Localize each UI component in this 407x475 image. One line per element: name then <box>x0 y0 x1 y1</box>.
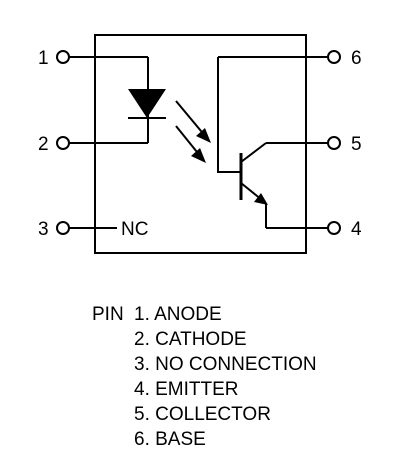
pin-6-terminal <box>327 50 341 64</box>
pin-2-number: 2 <box>38 134 49 155</box>
legend-row-2: 2. CATHODE <box>92 327 392 352</box>
pin-5-number: 5 <box>351 134 362 155</box>
pin-2: 2 <box>38 134 148 155</box>
light-arrows <box>175 100 211 163</box>
arrow-head-2 <box>191 148 206 163</box>
legend-row-5: 5. COLLECTOR <box>92 402 392 427</box>
pin-1: 1 <box>38 48 148 69</box>
nc-label: NC <box>121 219 148 240</box>
pin-5: 5 <box>266 134 362 155</box>
pin-2-terminal <box>56 136 70 150</box>
legend-item-no-connection: 3. NO CONNECTION <box>134 354 317 375</box>
legend-row-4: 4. EMITTER <box>92 377 392 402</box>
legend-item-collector: 5. COLLECTOR <box>134 404 271 425</box>
led-triangle <box>128 89 166 118</box>
led-diode <box>128 57 166 143</box>
legend-item-cathode: 2. CATHODE <box>134 329 247 350</box>
legend-prefix: PIN <box>92 304 124 325</box>
pin-6: 6 <box>218 48 362 69</box>
base-lead <box>217 57 241 173</box>
pin-1-terminal <box>56 50 70 64</box>
legend-item-base: 6. BASE <box>134 429 206 450</box>
pin-3: 3 NC <box>38 219 148 240</box>
pin-3-number: 3 <box>38 219 49 240</box>
optocoupler-schematic: 1 2 3 NC 6 5 4 <box>38 34 362 254</box>
legend-row-6: 6. BASE <box>92 427 392 452</box>
legend-row-1: PIN 1. ANODE <box>92 302 392 327</box>
pin-5-terminal <box>327 136 341 150</box>
legend-item-anode: 1. ANODE <box>134 304 222 325</box>
pin-4-terminal <box>327 221 341 235</box>
legend-item-emitter: 4. EMITTER <box>134 379 239 400</box>
arrow-head-1 <box>196 128 211 143</box>
pin-1-number: 1 <box>38 48 49 69</box>
collector-lead <box>240 142 267 163</box>
pin-6-number: 6 <box>351 48 362 69</box>
pin-4: 4 <box>266 219 362 240</box>
pin-3-terminal <box>56 221 70 235</box>
pin-4-number: 4 <box>351 219 362 240</box>
legend-row-3: 3. NO CONNECTION <box>92 352 392 377</box>
phototransistor <box>217 57 268 228</box>
emitter-arrow <box>254 193 268 205</box>
